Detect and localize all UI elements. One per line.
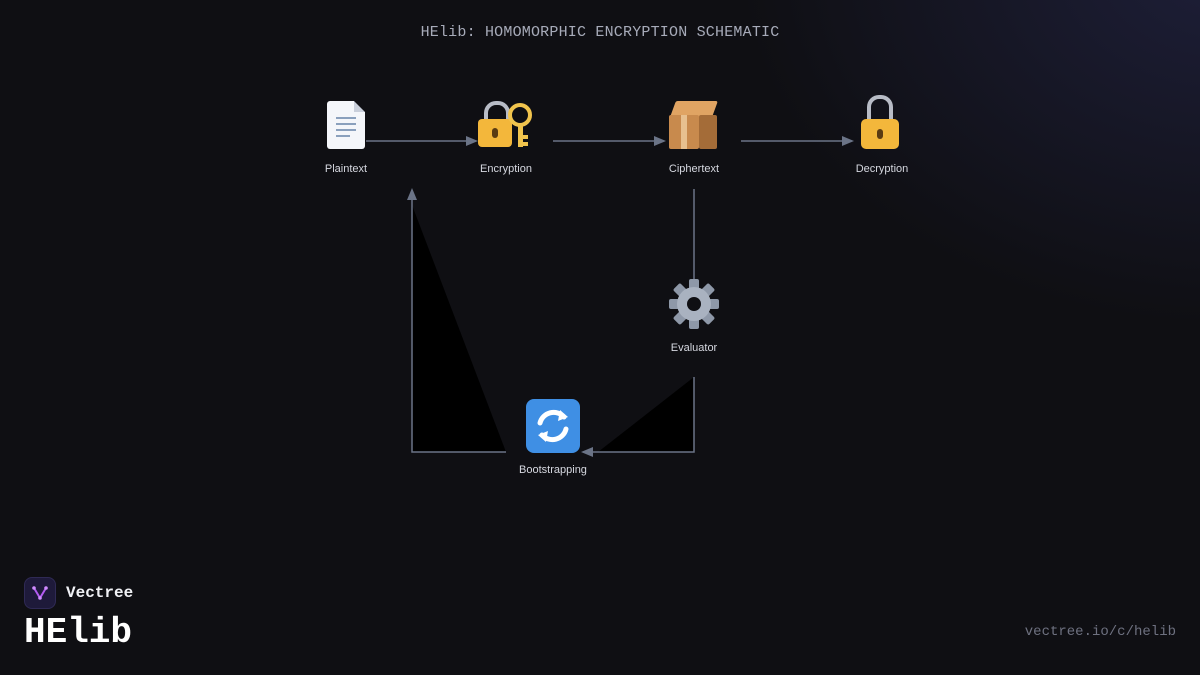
gear-icon — [634, 274, 754, 334]
edge-bootstrapping-plaintext-line — [407, 188, 506, 453]
node-label-evaluator: Evaluator — [670, 342, 718, 354]
node-bootstrapping: Bootstrapping — [493, 396, 613, 476]
node-decryption: Decryption — [822, 95, 942, 175]
lock-with-key-icon — [446, 95, 566, 155]
diagram-title: HElib: HOMOMORPHIC ENCRYPTION SCHEMATIC — [420, 24, 780, 41]
source-url: vectree.io/c/helib — [1024, 624, 1176, 640]
package-icon — [634, 95, 754, 155]
brand-company-name: Vectree — [66, 584, 134, 602]
node-label-plaintext: Plaintext — [324, 163, 368, 175]
edge-bootstrapping-plaintext — [412, 205, 506, 452]
edge-evaluator-bootstrapping-line — [581, 377, 695, 457]
refresh-arrows-icon — [493, 396, 613, 456]
document-icon — [286, 95, 406, 155]
node-label-bootstrapping: Bootstrapping — [519, 464, 587, 476]
node-label-ciphertext: Ciphertext — [668, 163, 720, 175]
brand-product-name: HElib — [24, 612, 133, 653]
node-label-decryption: Decryption — [855, 163, 909, 175]
node-evaluator: Evaluator — [634, 274, 754, 354]
brand-block: Vectree HElib — [24, 577, 133, 653]
vectree-logo-icon — [24, 577, 56, 609]
node-plaintext: Plaintext — [286, 95, 406, 175]
unlocked-padlock-icon — [822, 95, 942, 155]
node-encryption: Encryption — [446, 95, 566, 175]
node-label-encryption: Encryption — [480, 163, 532, 175]
edge-evaluator-bootstrapping — [598, 377, 694, 452]
brand-row: Vectree — [24, 577, 133, 609]
node-ciphertext: Ciphertext — [634, 95, 754, 175]
